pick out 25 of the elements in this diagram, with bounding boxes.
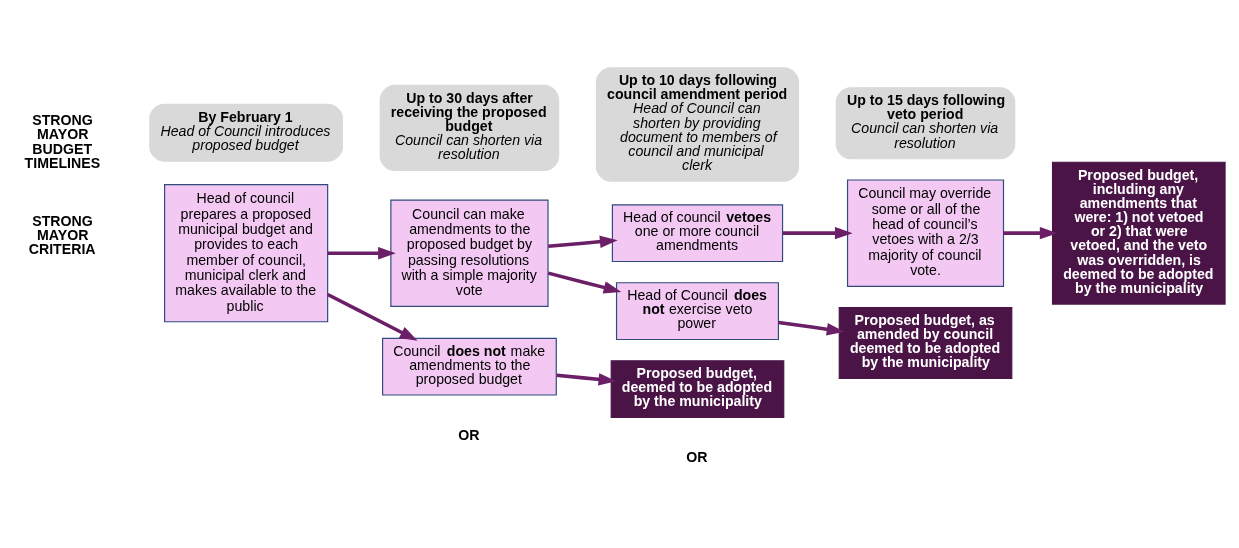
node-box: Head of Council does not exercise veto power [615,281,779,340]
node-box: Proposed budget, deemed to be adopted by the municipality [610,359,785,418]
node-box: Council can make amendments to the proposed budget by passing resolutions with a simple majority vote [390,198,549,307]
arrow [327,246,396,259]
node-box: Up to 30 days after receiving the proposed budget Council can shorten via resolution [379,84,560,171]
label: OR [458,426,480,443]
arrow [556,372,617,386]
arrow [778,320,845,335]
arrow [326,292,418,341]
label: STRONG MAYOR BUDGET TIMELINES [24,111,101,171]
node-box: Up to 10 days following council amendment period Head of Council can shorten by providing document to members of council and municipal clerk [595,66,800,182]
node-box: Proposed budget, including any amendments that were: 1) not vetoed or 2) that were vetoed, and the veto was overridden, is deemed to be adopted by the municipality [1051,161,1226,305]
node-box: Proposed budget, as amended by council deemed to be adopted by the municipality [838,306,1013,379]
label: STRONG MAYOR CRITERIA [28,212,96,257]
node-box: By February 1 Head of Council introduces proposed budget [149,103,343,162]
node-box: Council does not make amendments to the proposed budget [382,337,557,396]
node-box: Head of council prepares a proposed municipal budget and provides to each member of council, municipal clerk and makes available to the public [164,183,329,322]
label: OR [686,448,708,465]
node-box: Up to 15 days following veto period Council can shorten via resolution [835,86,1016,159]
node-box: Head of council vetoes one or more council amendments [611,203,784,262]
arrow [547,270,622,293]
arrow [548,235,618,248]
arrow [782,226,853,239]
arrow [1003,226,1058,239]
node-box: Council may override some or all of the head of council’s vetoes with a 2/3 majority of council vote. [846,178,1005,287]
